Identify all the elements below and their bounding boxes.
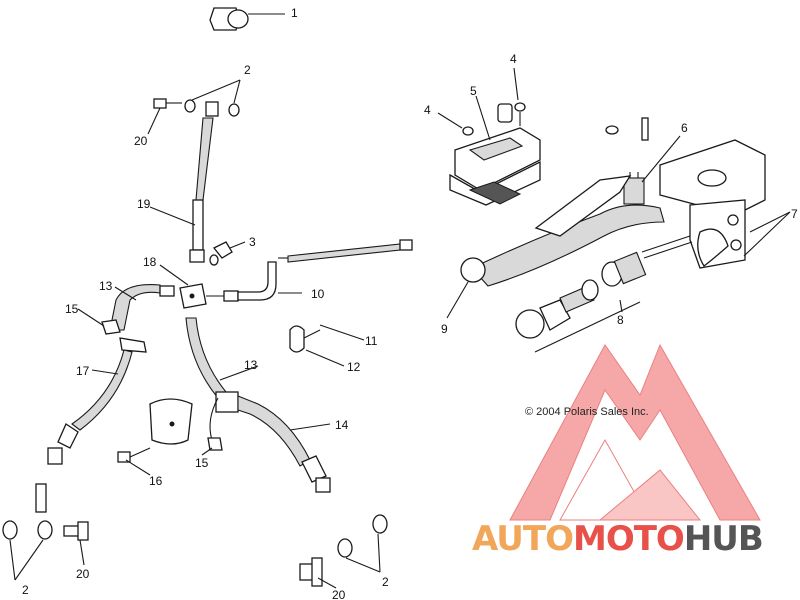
part-1-fitting <box>209 7 285 31</box>
watermark-auto: AUTO <box>472 519 573 559</box>
callout-10: 10 <box>311 287 325 301</box>
callout-1: 1 <box>291 6 298 20</box>
master-cylinder-assembly <box>449 102 791 353</box>
watermark-hub: HUB <box>684 519 763 559</box>
callout-7: 7 <box>791 207 798 221</box>
callout-14: 14 <box>335 418 349 432</box>
watermark-moto: MOTO <box>573 519 684 559</box>
callout-15-lower: 15 <box>195 456 209 470</box>
leader-lines <box>9 67 681 589</box>
callout-16: 16 <box>149 474 163 488</box>
callout-2-bottom-left: 2 <box>22 583 29 597</box>
watermark-text: AUTOMOTOHUB <box>472 519 763 559</box>
callout-8: 8 <box>617 313 624 327</box>
copyright-notice: © 2004 Polaris Sales Inc. <box>525 406 649 418</box>
callout-6: 6 <box>681 121 688 135</box>
callout-12: 12 <box>347 360 361 374</box>
callout-11: 11 <box>365 334 378 348</box>
callout-15-left: 15 <box>65 302 79 316</box>
callout-20-bottom-left: 20 <box>76 567 90 581</box>
callout-4-left: 4 <box>424 103 431 117</box>
callout-9: 9 <box>441 322 448 336</box>
callout-5: 5 <box>470 84 477 98</box>
callout-17: 17 <box>76 364 90 378</box>
left-brake-lines <box>2 79 413 587</box>
callout-labels: 1 2 2 2 3 4 4 5 6 7 8 9 10 11 12 13 13 1… <box>22 6 798 600</box>
callout-13-left: 13 <box>99 279 113 293</box>
callout-4-right: 4 <box>510 52 517 66</box>
watermark-logo-icon <box>509 343 761 521</box>
callout-20-top: 20 <box>134 134 148 148</box>
callout-20-bottom-right: 20 <box>332 588 346 600</box>
callout-19: 19 <box>137 197 151 211</box>
callout-2-top: 2 <box>244 63 251 77</box>
callout-3: 3 <box>249 235 256 249</box>
callout-2-bottom-right: 2 <box>382 575 389 589</box>
callout-18: 18 <box>143 255 157 269</box>
callout-13-center: 13 <box>244 358 258 372</box>
